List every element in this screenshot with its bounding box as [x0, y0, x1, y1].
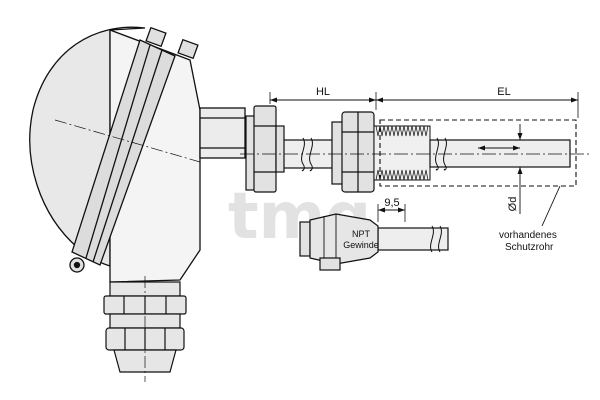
break-mark: [301, 137, 305, 172]
threaded-section: [373, 125, 431, 181]
npt-length-label: 9,5: [384, 197, 399, 209]
sensor-rod: [429, 139, 571, 168]
thermowell-leader: [541, 185, 561, 227]
head-hex-nut: [245, 105, 285, 193]
break-mark: [443, 137, 447, 171]
el-label: EL: [497, 86, 510, 98]
existing-thermowell-note-line1: vorhandenes: [499, 230, 557, 241]
npt-label-line1: NPT: [352, 229, 371, 239]
diameter-label: Ød: [507, 197, 519, 212]
existing-thermowell-outline: [379, 119, 577, 187]
npt-detail: [299, 213, 449, 271]
head-side-flange: [199, 107, 246, 159]
head-hinge-lug: [177, 38, 199, 60]
process-hex-fitting: [331, 111, 375, 193]
head-hinge-lug: [145, 26, 167, 48]
break-mark: [435, 137, 439, 171]
npt-label-line2: Gewinde: [343, 240, 379, 250]
hl-label: HL: [316, 86, 330, 98]
connection-head: [29, 26, 246, 283]
head-lid-band: [71, 39, 176, 266]
existing-thermowell-note-line2: Schutzrohr: [505, 242, 554, 253]
head-centerline: [54, 119, 201, 163]
break-mark: [309, 137, 313, 172]
